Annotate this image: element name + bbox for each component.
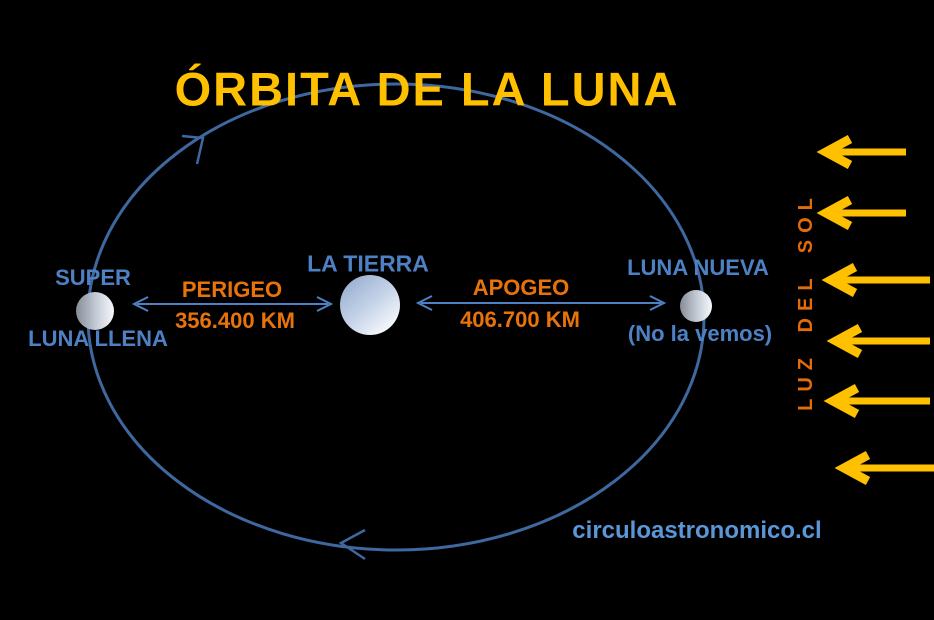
new-moon-sphere — [680, 290, 712, 322]
sun-ray-arrow — [816, 196, 906, 230]
sunlight-label: LUZ DEL SOL — [795, 191, 817, 411]
perigee-distance-arrow — [131, 296, 334, 312]
sun-ray-arrow — [826, 324, 930, 358]
credit-text: circuloastronomico.cl — [572, 517, 822, 544]
supermoon-label-line1: SUPER — [55, 265, 131, 290]
supermoon-sphere — [76, 292, 114, 330]
orbit-direction-arrow-icon — [338, 528, 366, 561]
sun-ray-arrow — [821, 263, 930, 297]
new-moon-label-line2: (No la vemos) — [627, 321, 773, 346]
page-title: ÓRBITA DE LA LUNA — [174, 62, 680, 116]
perigee-label: PERIGEO — [181, 277, 283, 302]
orbit-direction-arrow-icon — [181, 134, 205, 165]
sun-rays-group — [816, 135, 934, 485]
earth-label: LA TIERRA — [307, 250, 429, 277]
sun-ray-arrow — [823, 384, 930, 418]
sun-ray-arrow — [834, 451, 934, 485]
apogee-distance: 406.700 KM — [460, 307, 580, 332]
supermoon-label-line2: LUNA LLENA — [28, 326, 168, 351]
earth-sphere — [340, 275, 400, 335]
perigee-distance: 356.400 KM — [175, 308, 295, 333]
apogee-label: APOGEO — [472, 275, 570, 300]
sun-ray-arrow — [816, 135, 906, 169]
new-moon-label-line1: LUNA NUEVA — [627, 255, 769, 280]
apogee-distance-arrow — [415, 295, 667, 311]
